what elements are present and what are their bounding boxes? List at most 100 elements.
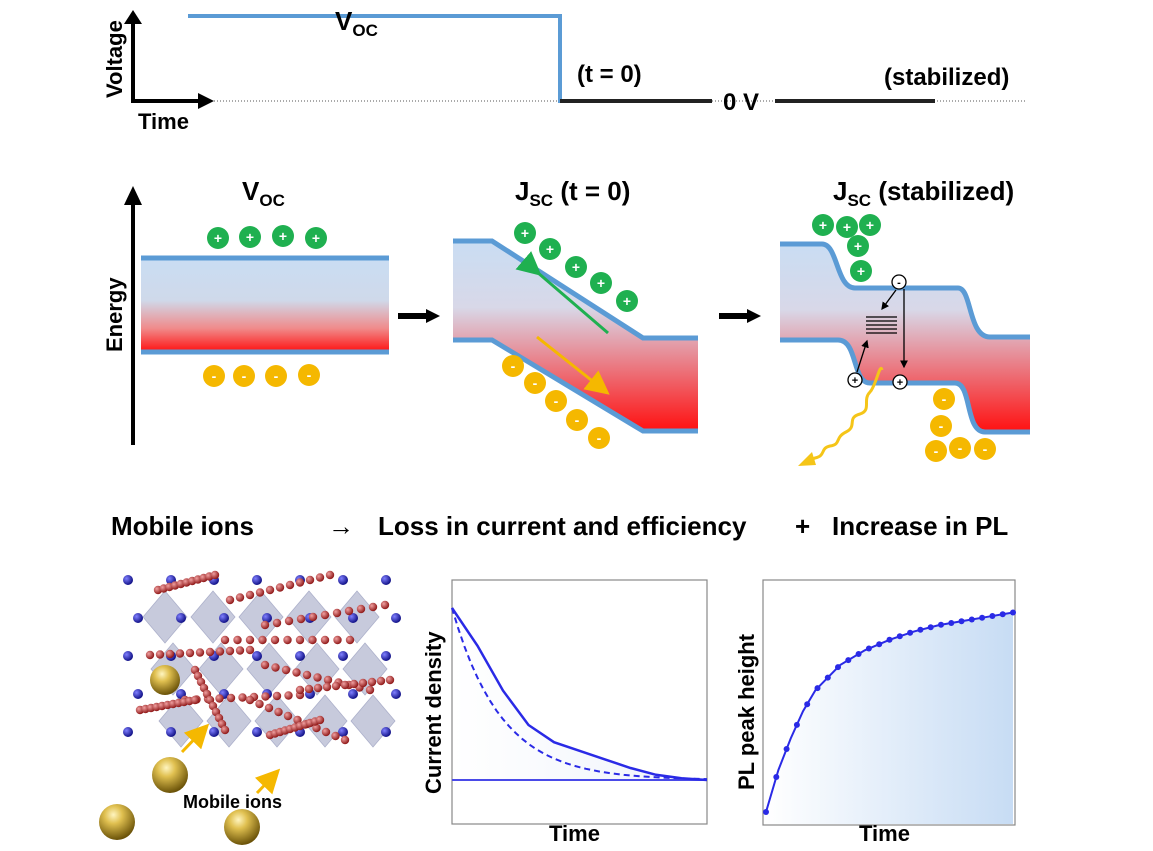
halide-atom [261,692,270,701]
hole: + [859,214,881,236]
hole: + [539,238,561,260]
svg-text:+: + [312,230,320,246]
trapped-hole: + [892,374,908,390]
panel-jsc-stab-title: JSC (stabilized) [833,176,1014,210]
pl-data-point [927,624,934,631]
panel-jsc-t0-title: JSC (t = 0) [515,176,630,210]
voltage-trace [188,14,712,103]
band-gap-fill [780,244,1030,432]
halide-atom [302,670,312,680]
halide-atom [235,593,245,602]
band-gap-fill [141,258,389,352]
electron: - [566,409,588,431]
pl-data-point [814,685,821,692]
svg-text:+: + [819,217,827,233]
hole: + [847,235,869,257]
halide-atom [165,649,175,659]
mobile-ion [224,809,260,845]
halide-atom [320,610,330,620]
zero-volt-label: 0 V [723,89,759,116]
halide-atom [215,694,224,703]
halide-atom [238,693,247,702]
pl-data-point [793,721,800,728]
lattice-atom [391,613,401,623]
halide-atom [272,618,282,628]
halide-atom [260,620,270,630]
lattice-atom [123,727,133,737]
halide-atom [295,635,305,645]
halide-atom [380,600,390,610]
current-ylabel: Current density [421,631,446,794]
energy-ylabel: Energy [102,277,127,352]
halide-atom [365,685,375,695]
halide-atom [305,575,315,585]
stabilized-label: (stabilized) [884,64,1009,91]
trapped-electron: - [891,274,907,290]
octahedron [190,590,236,644]
electron: - [974,438,996,460]
holes-jsc-t0: + + + + + [514,222,638,312]
halide-atom [145,650,155,660]
electrons-jsc-stab: - - - - - [925,388,996,462]
summary-loss: Loss in current and efficiency [378,511,747,541]
electron: - [949,437,971,459]
ion-pointer-arrow [180,723,210,754]
electron: - [933,388,955,410]
lattice-atom [133,613,143,623]
lattice-atom [338,575,348,585]
summary-line: Mobile ions → Loss in current and effici… [111,511,1008,541]
lattice-atom [252,651,262,661]
halide-atom [313,673,322,682]
voltage-xlabel: Time [138,109,189,134]
lattice-atoms [123,570,401,745]
svg-text:-: - [533,375,538,391]
halide-atom [283,711,293,721]
band-panel-jsc-t0: JSC (t = 0) + + + + + - - - - - [453,176,698,449]
pl-data-point [979,614,986,621]
svg-text:-: - [942,391,947,407]
halide-atom [331,731,340,741]
conduction-band [780,241,1030,340]
pl-data-point [835,664,841,671]
halide-atom [245,645,255,655]
svg-text:-: - [274,368,279,384]
halide-atom [322,682,332,692]
current-area-fill [452,608,707,780]
lattice-atom [348,689,358,699]
halide-atom [258,635,267,645]
holes-jsc-stab: + + + + + [812,214,881,282]
pl-data-point [948,620,955,626]
pl-data-points [763,609,1016,815]
halide-atom [304,684,314,694]
current-data-line [450,607,708,782]
electron-drift-arrow [536,335,610,395]
svg-text:+: + [852,375,858,387]
lattice-atom [219,613,229,623]
pl-data-point [896,633,903,640]
hole: + [850,260,872,282]
band-panel-jsc-stabilized: JSC (stabilized) - + + + + + + + - - - [780,176,1030,466]
halide-atom [220,725,230,735]
pl-data-point [968,616,975,623]
pl-data-point [845,657,852,664]
halide-atom [368,602,378,612]
pl-data-point [886,636,893,643]
halide-atom [296,614,306,624]
halide-atom [275,583,285,592]
halide-atom [331,681,341,691]
halide-atom [255,699,264,709]
halide-atom [245,695,255,705]
hole-drift-arrow [515,251,609,335]
electron: - [524,372,546,394]
halide-atom [225,646,235,656]
lattice-atom [252,575,262,585]
halide-atom [367,677,377,687]
halide-atom [190,695,200,705]
halide-atom [312,723,321,733]
pl-data-point [958,618,965,625]
halide-atom [281,665,291,675]
halide-atom [260,660,270,670]
lattice-atom [348,613,358,623]
pl-data-point [804,701,811,708]
electrons-jsc-t0: - - - - - [502,355,610,449]
